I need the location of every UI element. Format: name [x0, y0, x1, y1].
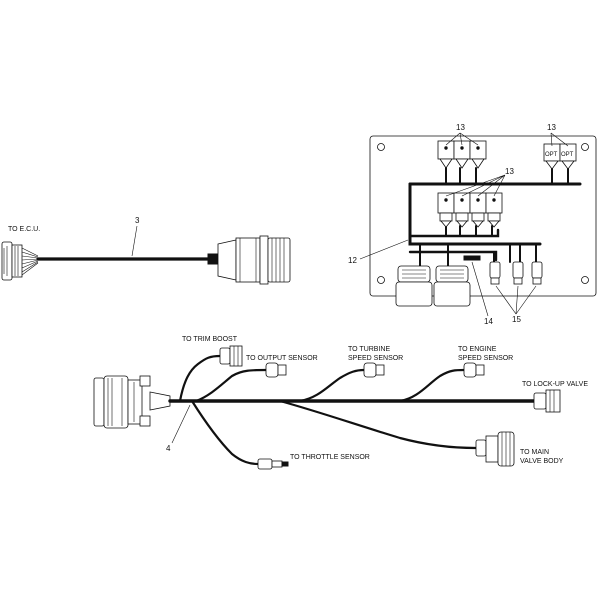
callout-13-optional: 13	[547, 123, 556, 132]
fuse-component	[463, 255, 481, 261]
label-to-main-line2: VALVE BODY	[520, 458, 564, 465]
label-to-ecu: TO E.C.U.	[8, 226, 40, 233]
branch-main-valve	[278, 399, 478, 450]
callout-3: 3	[135, 216, 140, 225]
relay-group-middle	[437, 192, 503, 228]
leader-3	[131, 225, 138, 257]
label-to-main-line1: TO MAIN	[520, 449, 549, 456]
label-to-trim-boost: TO TRIM BOOST	[182, 336, 238, 343]
label-to-engine-line2: SPEED SENSOR	[458, 355, 513, 362]
callout-13-top: 13	[456, 123, 465, 132]
callout-4: 4	[166, 444, 171, 453]
trim-boost-connector	[219, 345, 243, 367]
leader-13-optional	[550, 132, 569, 147]
label-opt-2: OPT	[561, 152, 574, 158]
label-to-engine-line1: TO ENGINE	[458, 346, 497, 353]
mount-hole	[377, 143, 385, 151]
label-to-lockup-valve: TO LOCK-UP VALVE	[522, 381, 588, 388]
mount-hole	[581, 143, 589, 151]
ecu-connector-right	[207, 235, 291, 285]
relay-group-optional: OPT OPT	[543, 143, 577, 170]
panel-connector-left	[395, 265, 433, 307]
throttle-sensor-connector	[257, 458, 289, 470]
ecu-cable-assembly: TO E.C.U. 3	[1, 216, 291, 285]
callout-13-middle: 13	[505, 167, 514, 176]
lockup-valve-connector	[533, 389, 561, 413]
panel-connector-right	[433, 265, 471, 307]
label-to-turbine-line1: TO TURBINE	[348, 346, 390, 353]
callout-15: 15	[512, 315, 521, 324]
label-to-turbine-line2: SPEED SENSOR	[348, 355, 403, 362]
branch-output-sensor	[194, 368, 268, 403]
branch-trim-boost	[178, 354, 222, 403]
label-to-output-sensor: TO OUTPUT SENSOR	[246, 355, 318, 362]
output-sensor-connector	[265, 362, 287, 378]
panel-wiring	[408, 167, 582, 271]
lower-harness: TO TRIM BOOST TO OUTPUT SENSOR TO TURBIN…	[93, 336, 588, 470]
main-valve-connector	[475, 431, 515, 467]
label-to-throttle-sensor: TO THROTTLE SENSOR	[290, 454, 370, 461]
leader-4	[171, 404, 191, 444]
branch-engine-sensor	[398, 368, 466, 403]
leader-13-top	[445, 132, 479, 146]
leader-14	[471, 261, 489, 317]
label-opt-1: OPT	[545, 152, 558, 158]
ecu-connector-left	[1, 241, 39, 281]
leader-15	[495, 285, 537, 315]
branch-throttle-sensor	[190, 399, 260, 466]
control-panel: OPT OPT	[348, 123, 597, 326]
engine-sensor-connector	[463, 362, 485, 378]
mount-hole	[377, 276, 385, 284]
callout-14: 14	[484, 317, 493, 326]
leader-13-middle	[445, 174, 506, 197]
leader-12	[359, 239, 409, 260]
mount-hole	[581, 276, 589, 284]
harness-main-connector	[93, 375, 171, 429]
turbine-sensor-connector	[363, 362, 385, 378]
small-plug-group	[489, 261, 543, 285]
relay-group-top	[437, 140, 487, 169]
branch-turbine-sensor	[298, 368, 366, 403]
callout-12: 12	[348, 256, 357, 265]
